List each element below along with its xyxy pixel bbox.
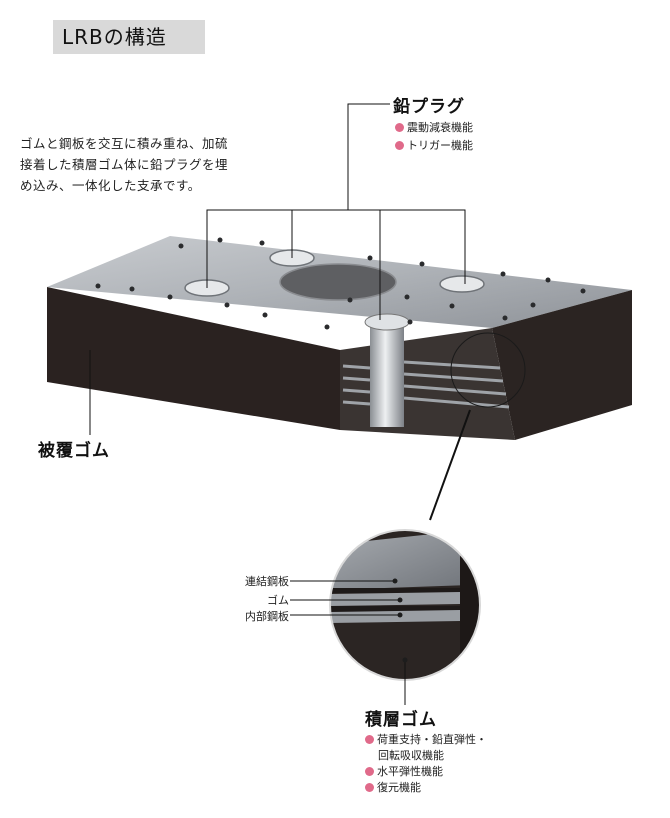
rubber-label: ゴム xyxy=(267,594,289,607)
lead-plug-cylinder xyxy=(370,322,404,427)
lead-plug-top xyxy=(439,275,485,293)
magnify-ring xyxy=(450,332,526,408)
bullet-dot xyxy=(365,767,374,776)
lead-plug-bullet: トリガー機能 xyxy=(395,138,473,154)
cover-rubber-heading: 被覆ゴム xyxy=(38,441,110,461)
laminate-layers xyxy=(342,360,510,409)
description-line: 接着した積層ゴム体に鉛プラグを埋 xyxy=(20,157,229,172)
bullet-dot xyxy=(395,123,404,132)
block-cutaway xyxy=(340,328,515,440)
block-right-face xyxy=(492,290,632,440)
laminated-rubber-heading: 積層ゴム xyxy=(365,710,437,730)
magnify-connector xyxy=(429,409,471,521)
description-line: ゴムと鋼板を交互に積み重ね、加硫 xyxy=(20,136,229,151)
lead-plug-bullet: 震動減衰機能 xyxy=(395,120,473,136)
page-title: LRBの構造 xyxy=(62,25,167,49)
block-front-face xyxy=(47,287,340,430)
central-hole xyxy=(279,263,397,301)
connecting-plate-label: 連結鋼板 xyxy=(245,575,289,588)
laminated-rubber-bullet: 水平弾性機能 xyxy=(365,764,443,780)
description-line: め込み、一体化した支承です。 xyxy=(20,178,201,193)
bullet-dot xyxy=(365,735,374,744)
lead-plug-callout-lines xyxy=(206,103,466,320)
inner-plate-label: 内部鋼板 xyxy=(245,610,289,623)
bullet-dot xyxy=(395,141,404,150)
laminated-rubber-bullet: 荷重支持・鉛直弾性・ xyxy=(365,732,487,748)
laminated-rubber-bullet-cont: 回転吸収機能 xyxy=(378,749,444,762)
detail-callout-lines xyxy=(290,580,406,705)
lead-plug-heading: 鉛プラグ xyxy=(393,97,465,117)
lead-plug-top xyxy=(364,313,410,331)
title-background xyxy=(53,20,205,54)
bolt-holes xyxy=(95,237,586,330)
detail-circle-content xyxy=(330,530,480,680)
detail-callout-dots xyxy=(392,578,408,663)
laminated-rubber-bullet: 復元機能 xyxy=(365,780,421,796)
description: ゴムと鋼板を交互に積み重ね、加硫 接着した積層ゴム体に鉛プラグを埋 め込み、一体… xyxy=(20,133,290,196)
bullet-dot xyxy=(365,783,374,792)
